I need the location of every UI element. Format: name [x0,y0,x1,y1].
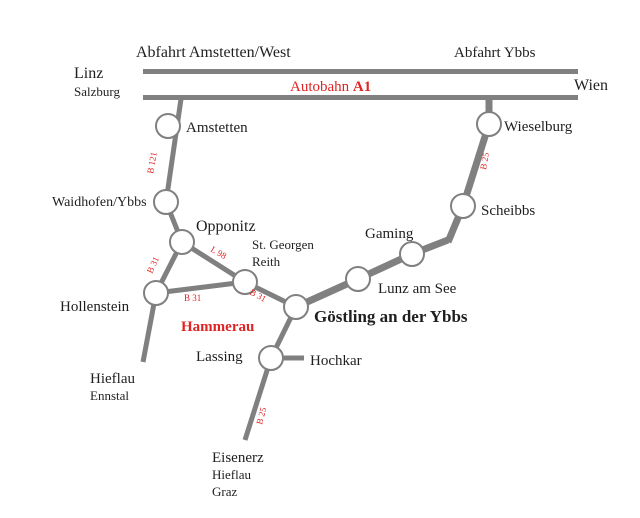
town-label-hieflau: Hieflau [90,371,135,387]
road-label-b31-west: B 31 [145,255,161,275]
road-label-b25-north: B 25 [478,151,491,170]
town-marker-stgeorgen [232,269,258,295]
town-label-eisenerz: Eisenerz [212,450,264,466]
town-marker-waidhofen [153,189,179,215]
town-marker-gaming [399,241,425,267]
autobahn-line-south [143,95,578,100]
town-label-hieflau-south: Hieflau [212,467,251,482]
town-marker-goestling [283,294,309,320]
autobahn-name: Autobahn [290,79,350,95]
town-label-amstetten: Amstetten [186,120,248,136]
road-amstetten-waidhofen [163,98,184,203]
roads [140,98,493,441]
west-city-salzburg: Salzburg [74,84,120,99]
autobahn-line-north [143,69,578,74]
town-label-opponitz: Opponitz [196,218,256,235]
town-label-hollenstein: Hollenstein [60,299,130,315]
town-marker-hollenstein [143,280,169,306]
road-label-b121: B 121 [145,151,159,174]
town-marker-lunz [345,266,371,292]
road-lassing-south [242,357,274,441]
town-marker-scheibbs [450,193,476,219]
autobahn-number: A1 [353,79,371,95]
town-marker-amstetten [155,113,181,139]
town-label-gaming: Gaming [365,226,414,242]
town-label-stgeorgen: St. Georgen [252,237,314,252]
road-hollenstein-stgeorgen [155,279,246,296]
town-label-ennstal: Ennstal [90,388,129,403]
exit-amstetten-label: Abfahrt Amstetten/West [136,44,291,61]
town-marker-opponitz [169,229,195,255]
town-label-lunz: Lunz am See [378,281,457,297]
road-label-b25-south: B 25 [254,406,268,426]
exit-ybbs-label: Abfahrt Ybbs [454,45,536,61]
road-scheibbs-wieselburg [459,122,493,208]
town-label-scheibbs: Scheibbs [481,203,535,219]
road-label-b31-mid: B 31 [184,293,201,303]
east-city-wien: Wien [574,77,608,94]
town-marker-wieselburg [476,111,502,137]
autobahn-label: Autobahn A1 [290,79,371,95]
town-label-hochkar: Hochkar [310,353,362,369]
town-label-lassing: Lassing [196,349,243,365]
town-label-reith: Reith [252,254,281,269]
west-city-linz: Linz [74,65,103,82]
town-markers [143,111,502,371]
town-label-wieselburg: Wieselburg [504,119,573,135]
town-label-hammerau: Hammerau [181,319,254,335]
town-label-graz: Graz [212,484,237,499]
town-marker-lassing [258,345,284,371]
town-label-waidhofen: Waidhofen/Ybbs [52,195,147,210]
town-label-goestling: Göstling an der Ybbs [314,307,468,326]
